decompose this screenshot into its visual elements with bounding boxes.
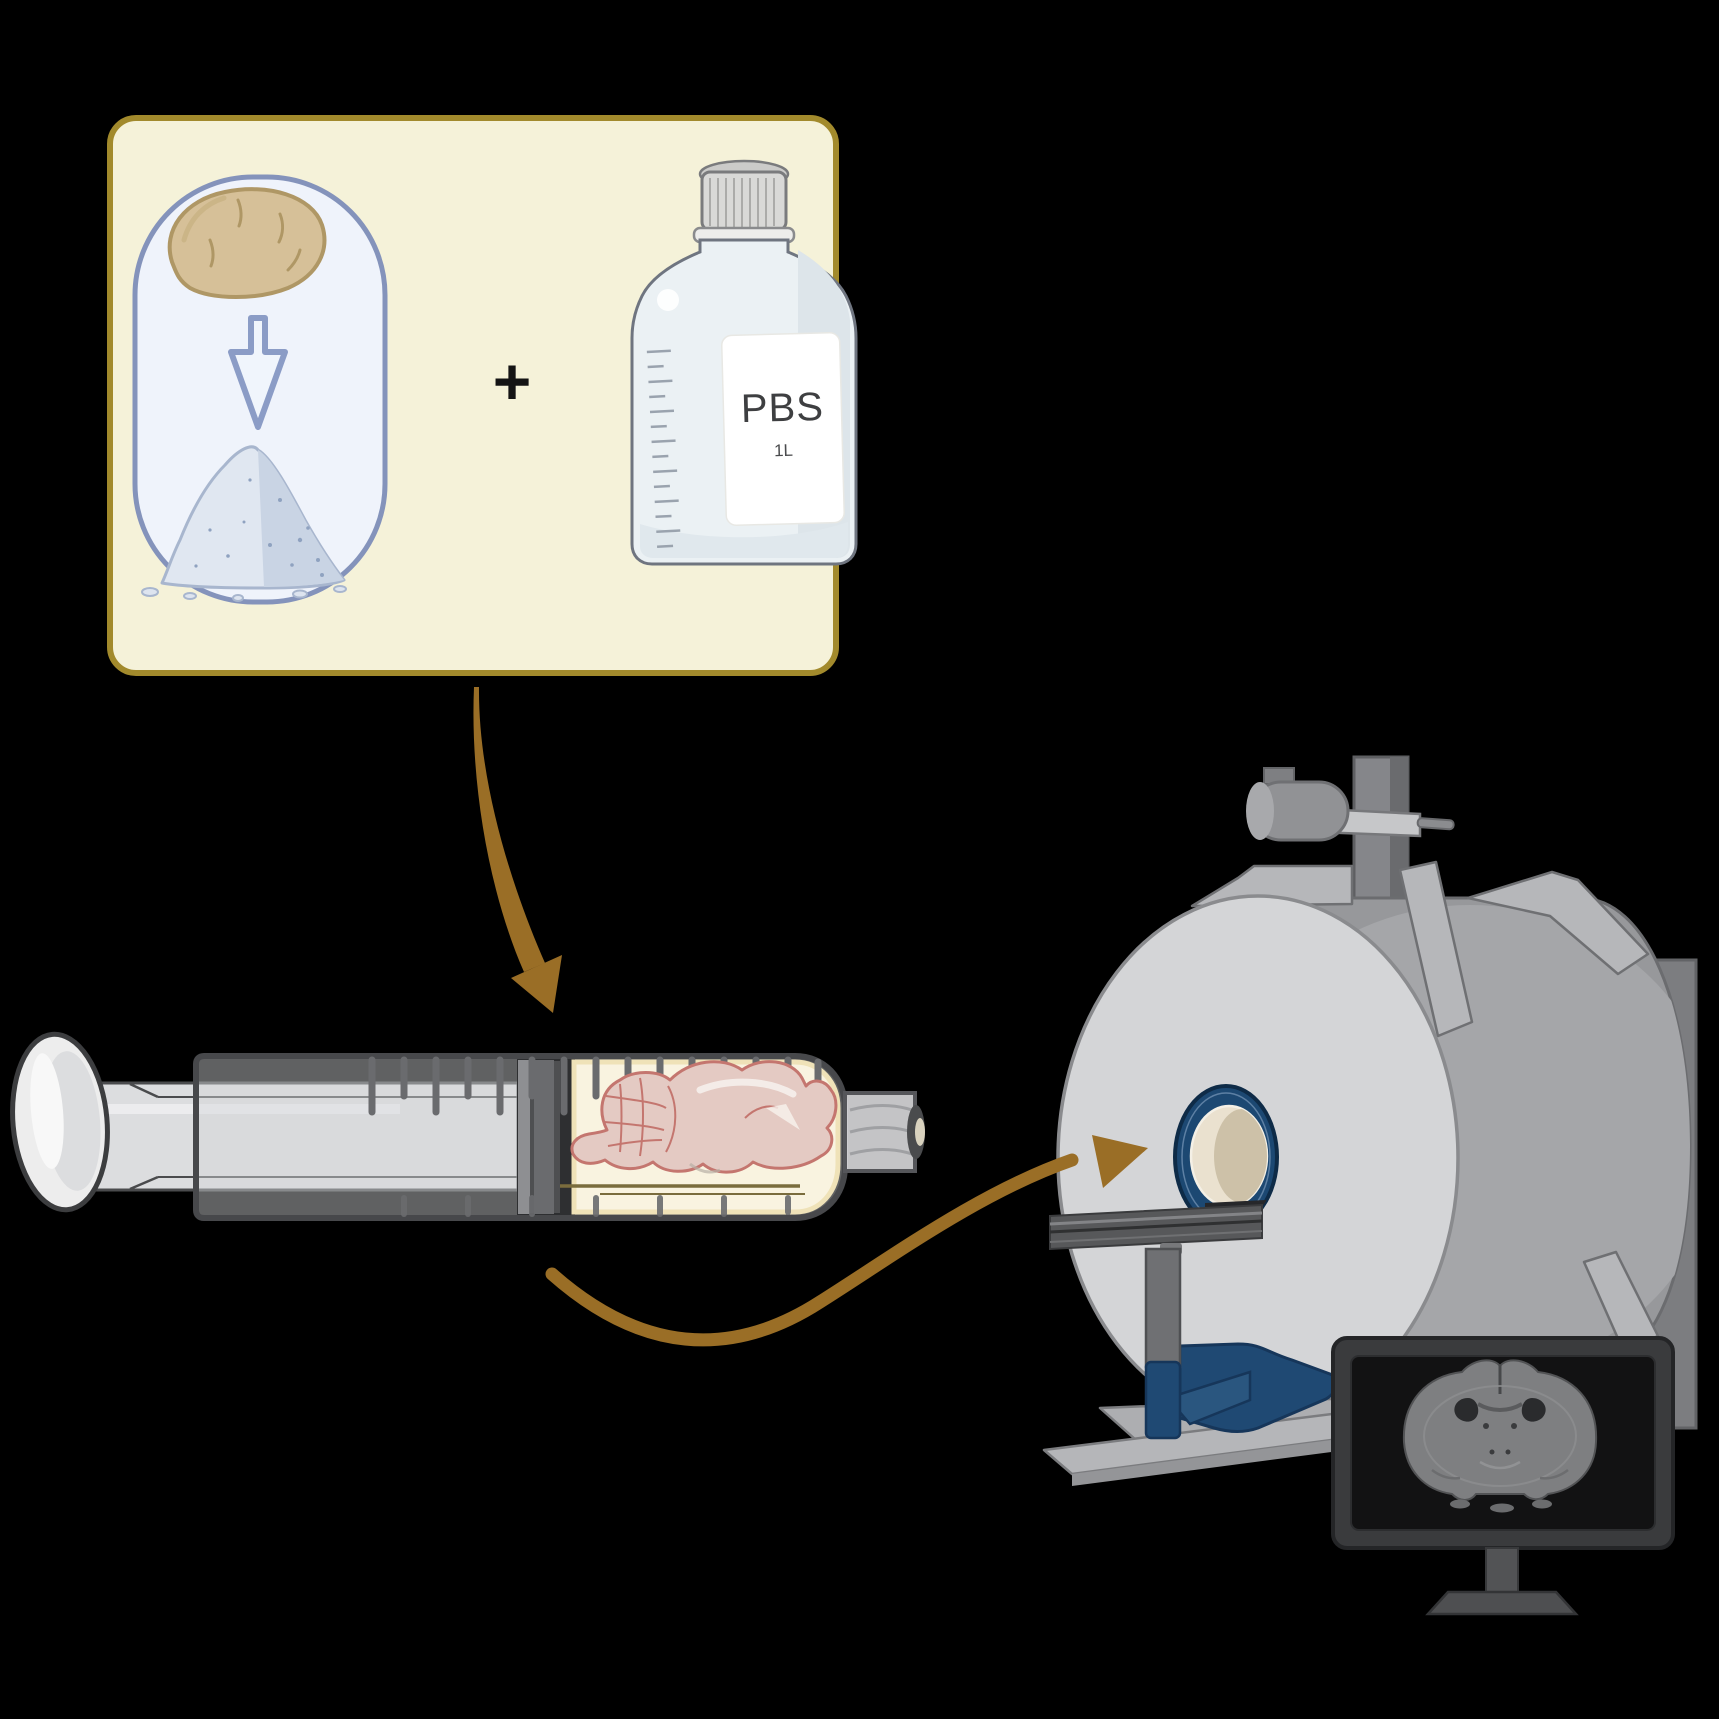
scanner-top-assembly bbox=[1246, 755, 1455, 919]
monitor-base bbox=[1425, 1590, 1579, 1616]
ingredients-panel: + bbox=[107, 115, 858, 676]
syringe-thumb-rest bbox=[10, 1031, 110, 1213]
powder-speckles bbox=[194, 478, 324, 577]
brain-outline bbox=[570, 1060, 838, 1174]
scan-brain-outline bbox=[1402, 1359, 1598, 1501]
scanner-bore bbox=[1173, 1084, 1279, 1230]
plus-sign: + bbox=[493, 344, 532, 418]
bottle-volume-text: 1L bbox=[774, 441, 793, 460]
brain-scan-icon bbox=[1402, 1359, 1598, 1513]
flow-arrowhead bbox=[511, 955, 562, 1013]
flow-arrow-shaft bbox=[473, 687, 545, 972]
potato-to-starch-card bbox=[132, 174, 388, 605]
mri-scanner-icon bbox=[1042, 755, 1698, 1486]
cerebellum-folds bbox=[603, 1077, 677, 1157]
support-post-blue bbox=[1144, 1360, 1182, 1440]
powder-crumbs bbox=[141, 585, 347, 602]
bottle-graduations bbox=[646, 349, 681, 549]
starch-powder-icon bbox=[141, 445, 347, 602]
cap-ribs bbox=[709, 178, 775, 229]
syringe-tip bbox=[843, 1091, 925, 1173]
down-arrow-icon bbox=[228, 315, 288, 430]
bottle-label-text: PBS bbox=[740, 385, 824, 431]
syringe-icon bbox=[10, 1031, 925, 1221]
syringe-graduations-bottom bbox=[401, 1195, 791, 1217]
flow-arrowhead bbox=[1092, 1135, 1148, 1188]
top-thin-rod bbox=[1416, 817, 1455, 831]
bottle-label bbox=[721, 331, 845, 527]
syringe-plunger-rod bbox=[94, 1081, 520, 1192]
support-post bbox=[1144, 1247, 1182, 1369]
scanner-support bbox=[1144, 1247, 1338, 1440]
flow-arrow-shaft bbox=[545, 1153, 1079, 1347]
bottle-bottom-liquid bbox=[640, 522, 848, 558]
rat-brain-icon bbox=[570, 1060, 838, 1174]
flow-arrow-syringe-to-scanner bbox=[545, 1135, 1148, 1347]
flow-arrow-mixture-to-syringe bbox=[473, 687, 562, 1013]
monitor-neck bbox=[1485, 1547, 1519, 1593]
potato-icon bbox=[167, 187, 327, 299]
pbs-bottle-icon: PBS 1L bbox=[630, 159, 858, 566]
scanner-bed-rail bbox=[1049, 1200, 1266, 1255]
monitor-icon bbox=[1331, 1336, 1675, 1616]
scanner-fins bbox=[1190, 860, 1660, 1354]
